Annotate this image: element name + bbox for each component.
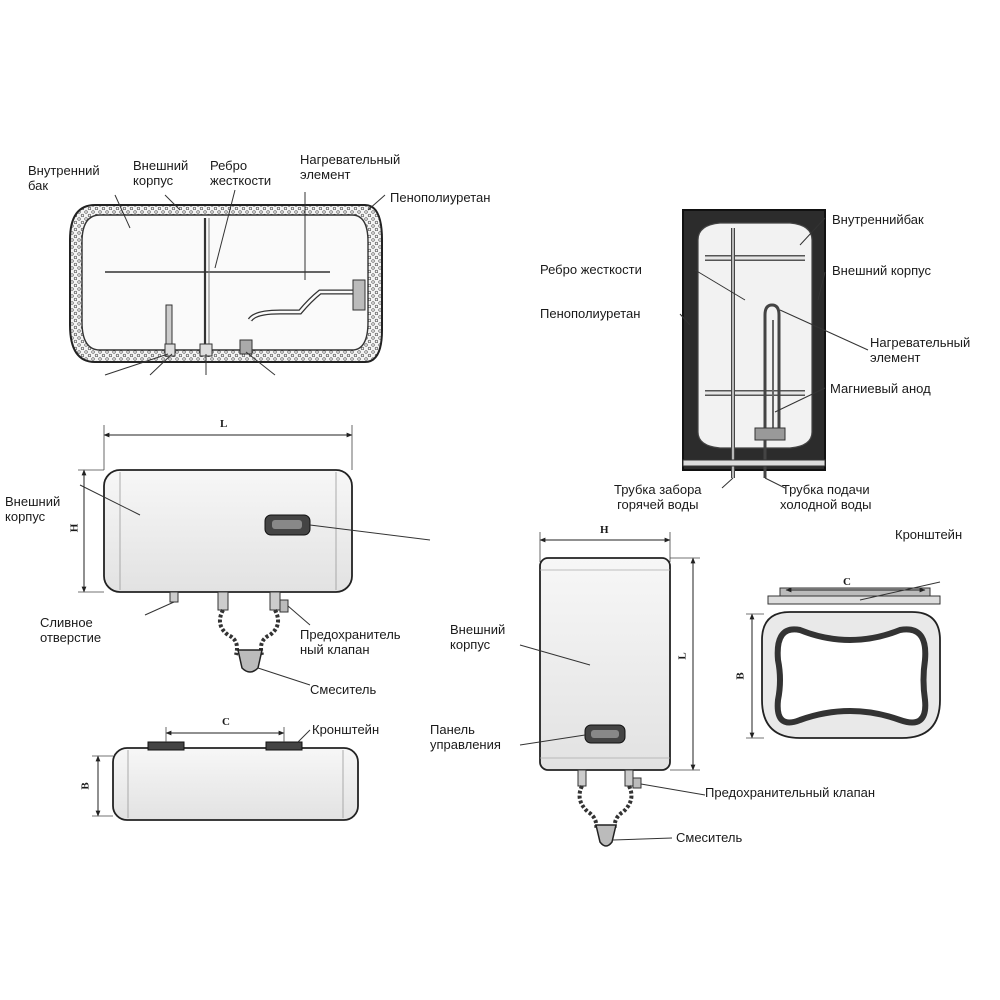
horizontal-front-drawing <box>78 425 431 686</box>
ht-dim-c: C <box>222 716 230 728</box>
hs-heating-element-label: Нагревательный элемент <box>300 152 401 182</box>
vt-dim-c: C <box>843 576 851 588</box>
hs-inner-tank-label: Внутренний бак <box>28 163 100 193</box>
vt-bracket-label: Кронштейн <box>895 527 963 542</box>
hs-outer-casing-label: Внешний корпус <box>133 158 189 188</box>
vs-heating-element-label: Нагревательный элемент <box>870 335 971 365</box>
ht-dim-b: B <box>79 782 92 790</box>
hf-drain-hole-label: Сливное отверстие <box>40 615 102 645</box>
vertical-top-drawing <box>746 581 941 739</box>
hf-outer-casing-label: Внешний корпус <box>5 494 61 524</box>
vf-control-panel-label: Панель управления <box>430 722 501 752</box>
vf-outer-casing-label: Внешний корпус <box>450 622 506 652</box>
vertical-section-drawing <box>679 209 869 489</box>
hf-safety-valve-label: Предохранитель ный клапан <box>300 627 401 657</box>
hs-polyurethane-label: Пенополиуретан <box>390 190 491 205</box>
hs-stiffening-rib-label: Ребро жесткости <box>210 158 272 188</box>
vs-magnesium-anode-label: Магниевый анод <box>830 381 931 396</box>
vt-dim-b: B <box>734 672 747 680</box>
vs-stiffening-rib-label: Ребро жесткости <box>540 262 642 277</box>
vertical-front-drawing <box>519 532 706 847</box>
vf-dim-length: L <box>676 652 689 660</box>
vs-cold-water-pipe-label: Трубка подачи холодной воды <box>780 482 872 512</box>
hf-dim-height: H <box>68 523 81 533</box>
horizontal-section-drawing <box>69 189 386 376</box>
vs-polyurethane-label: Пенополиуретан <box>540 306 641 321</box>
hf-dim-length: L <box>220 418 228 430</box>
vs-outer-casing-label: Внешний корпус <box>832 263 932 278</box>
vs-hot-water-pipe-label: Трубка забора горячей воды <box>614 482 702 512</box>
ht-bracket-label: Кронштейн <box>312 722 380 737</box>
vf-safety-valve-label: Предохранительный клапан <box>705 785 876 800</box>
vf-mixer-label: Смеситель <box>676 830 743 845</box>
hf-mixer-label: Смеситель <box>310 682 377 697</box>
vf-dim-width: H <box>600 524 609 536</box>
horizontal-top-drawing <box>92 727 359 821</box>
vs-inner-tank-label: Внутреннийбак <box>832 212 924 227</box>
